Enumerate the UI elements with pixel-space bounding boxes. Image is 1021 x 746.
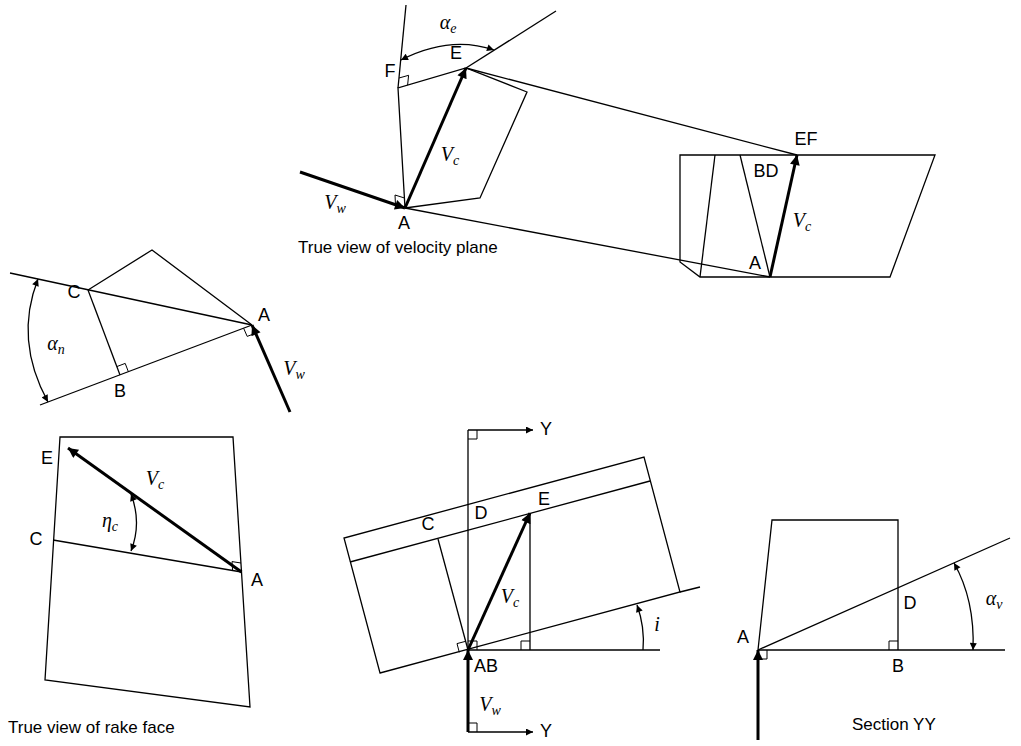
angle-arc: [954, 563, 973, 650]
velocity-arrow: [68, 448, 242, 572]
section-arrow: [468, 731, 533, 732]
point-label: EF: [794, 130, 817, 150]
point-label: A: [398, 214, 410, 234]
right-angle: [457, 641, 466, 652]
construction-line: [529, 513, 530, 650]
point-label: E: [538, 490, 550, 510]
velocity-plane-view: [300, 5, 797, 277]
construction-line: [680, 587, 700, 592]
point-label: B: [892, 657, 904, 677]
point-label: F: [385, 62, 396, 82]
section-line: [467, 430, 468, 650]
construction-line: [53, 540, 242, 572]
velocity-label: Vw: [324, 191, 346, 217]
section-label: Y: [540, 420, 552, 440]
section-label: Y: [540, 722, 552, 742]
construction-line: [438, 539, 468, 650]
point-label: C: [30, 530, 43, 550]
point-label: A: [251, 571, 263, 591]
construction-line: [88, 290, 120, 375]
angle-arc: [28, 279, 48, 402]
point-label: A: [737, 628, 749, 648]
point-label: D: [904, 594, 917, 614]
construction-line: [758, 649, 1005, 650]
velocity-label: Vc: [441, 143, 459, 169]
outline: [680, 155, 935, 277]
outline: [88, 250, 252, 325]
angle-label: αv: [986, 587, 1003, 613]
point-label: E: [450, 44, 462, 64]
right-angle: [468, 430, 477, 439]
point-label: C: [422, 515, 435, 535]
point-label: D: [475, 504, 488, 524]
outline: [758, 520, 898, 650]
projector-line: [466, 68, 797, 155]
point-label: E: [41, 449, 53, 469]
view-caption: Section YY: [852, 716, 936, 735]
rake-face-view: [45, 437, 250, 707]
point-label: C: [68, 283, 81, 303]
view-caption: True view of rake face: [8, 719, 175, 738]
point-label: B: [114, 382, 126, 402]
velocity-label: Vc: [146, 467, 164, 493]
plan-view: [344, 430, 700, 732]
velocity-label: Vc: [501, 585, 519, 611]
velocity-arrow: [300, 172, 405, 208]
velocity-arrow: [757, 650, 760, 740]
velocity-label: Vw: [479, 693, 501, 719]
velocity-arrow: [467, 650, 470, 732]
point-label: AB: [474, 657, 498, 677]
construction-line: [758, 538, 1010, 650]
velocity-label: Vc: [793, 209, 811, 235]
construction-line: [468, 649, 660, 650]
edge-line: [700, 155, 715, 277]
construction-line: [466, 11, 556, 68]
outline: [398, 68, 527, 208]
side-view: [680, 155, 935, 277]
angle-label: i: [654, 613, 660, 635]
edge-line: [350, 481, 650, 562]
point-label: A: [749, 254, 761, 274]
normal-section-view: [10, 250, 290, 412]
velocity-label: Vw: [283, 357, 305, 383]
construction-line: [40, 325, 252, 405]
section-arrow: [468, 429, 533, 430]
right-angle: [117, 363, 129, 371]
right-angle: [521, 641, 530, 650]
angle-arc: [401, 44, 494, 60]
outline: [45, 437, 250, 707]
view-caption: True view of velocity plane: [298, 239, 498, 258]
construction-line: [10, 273, 252, 325]
section-view: [758, 520, 1010, 740]
angle-label: αe: [440, 11, 457, 37]
angle-arc: [131, 494, 137, 551]
right-angle: [395, 195, 405, 205]
right-angle: [889, 641, 898, 650]
right-angle: [399, 75, 409, 85]
velocity-arrow: [405, 68, 466, 208]
construction-line: [398, 5, 406, 88]
outline: [344, 457, 680, 673]
point-label: BD: [753, 162, 778, 182]
angle-arc: [637, 605, 643, 650]
velocity-arrow: [468, 513, 530, 650]
point-label: A: [258, 306, 270, 326]
angle-label: ηc: [102, 509, 118, 535]
angle-label: αn: [47, 332, 65, 358]
